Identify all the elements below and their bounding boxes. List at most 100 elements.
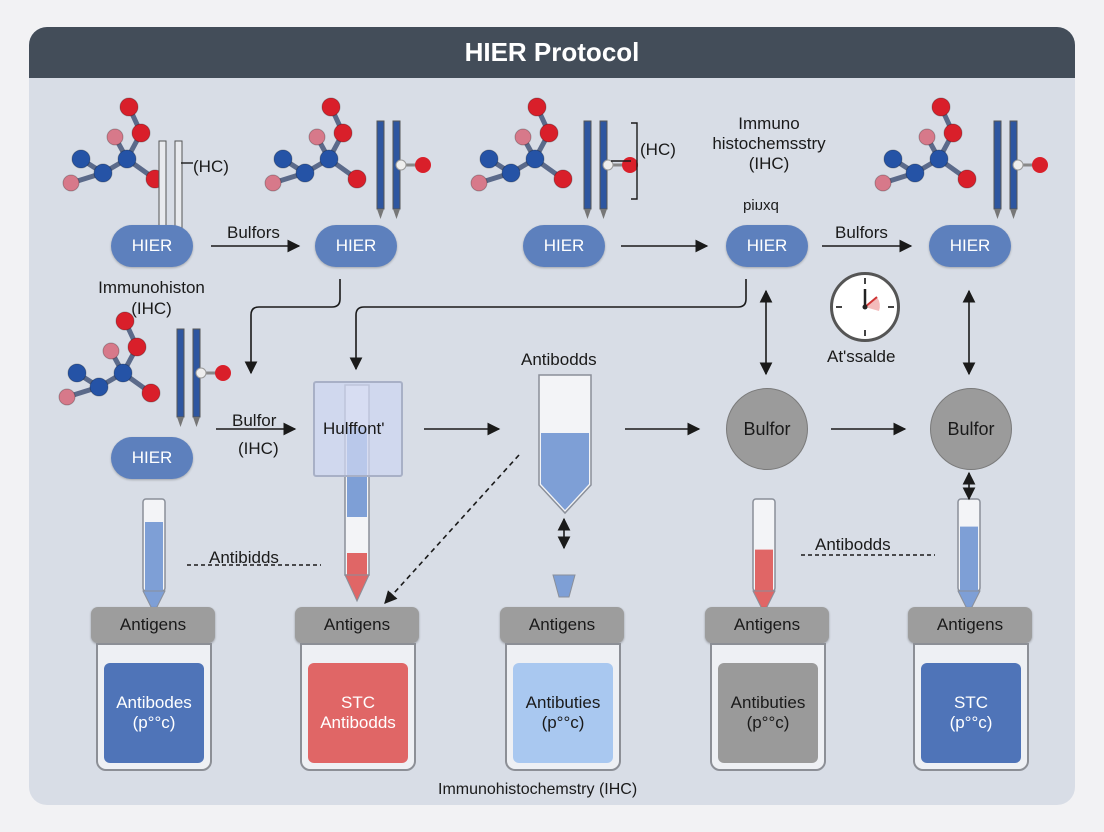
molecule-atom (264, 174, 282, 192)
molecule-icon (62, 97, 165, 192)
molecule-atom (931, 97, 951, 117)
bulfor-node-1: Bulfor (726, 388, 808, 470)
molecule-atom (127, 337, 147, 357)
clock-icon (830, 272, 900, 342)
mirrored-label: pxuiq (743, 197, 779, 214)
probe-joint (195, 367, 207, 379)
arrow-elbow (244, 279, 341, 375)
probe-joint (1012, 159, 1024, 171)
molecule-icon (58, 311, 161, 406)
bulfor-node-2: Bulfor (930, 388, 1012, 470)
probe-icon (583, 120, 638, 219)
probe-stick (993, 120, 1002, 210)
hulffont-container: Hulffont' (313, 381, 403, 477)
beaker-3: Antibuties (p°°c) (505, 643, 621, 771)
hier-pill-2: HIER (315, 225, 397, 267)
small-tube (552, 574, 576, 598)
immuno-label-top: Immuno histochemsstry (IHC) (689, 114, 849, 174)
molecule-atom (319, 149, 339, 169)
beaker-3-liquid: Antibuties (p°°c) (513, 663, 613, 763)
probe-tip (994, 209, 1001, 219)
molecule-atom (943, 123, 963, 143)
footer-label: Immunohistochemstry (IHC) (438, 781, 638, 798)
probe-tip (600, 209, 607, 219)
immunohiston-label: Immunohiston (IHC) (84, 277, 219, 319)
probe-stick (158, 140, 167, 230)
beaker-1-liquid: Antibodes (p°°c) (104, 663, 204, 763)
bulfors-label-1: Bulfors (227, 223, 280, 242)
probe-atom (1032, 157, 1048, 173)
molecule-atom (295, 163, 315, 183)
beaker-5-liquid: STC (p°°c) (921, 663, 1021, 763)
page-title: HIER Protocol (29, 27, 1075, 78)
molecule-atom (553, 169, 573, 189)
molecule-atom (62, 174, 80, 192)
funnel-liquid (541, 433, 589, 510)
molecule-atom (119, 97, 139, 117)
tube-tip (752, 590, 776, 615)
molecule-atom (514, 128, 532, 146)
hc-tag-1: (HC) (193, 157, 229, 176)
tube-1 (142, 498, 166, 615)
arrows-group (181, 122, 976, 604)
molecule-atom (874, 174, 892, 192)
molecule-atom (525, 149, 545, 169)
molecule-atom (71, 149, 91, 169)
molecule-atom (929, 149, 949, 169)
bulfor-side-line1: Bulfor (232, 411, 277, 430)
probe-stick (376, 120, 385, 210)
probe-atom (215, 365, 231, 381)
molecule-atom (479, 149, 499, 169)
probe-tip (393, 209, 400, 219)
molecule-atom (539, 123, 559, 143)
immuno-label-line3: (IHC) (748, 154, 790, 173)
probe-icon (376, 120, 431, 219)
molecule-atom (67, 363, 87, 383)
beaker-5-line1: STC (954, 693, 988, 712)
molecule-atom (308, 128, 326, 146)
hier-pill-1: HIER (111, 225, 193, 267)
beaker-3-line1: Antibuties (525, 693, 601, 712)
beaker-5: STC (p°°c) (913, 643, 1029, 771)
antibodds-right-label: Antibodds (815, 535, 891, 554)
diagram-canvas (58, 97, 1048, 615)
molecule-atom (321, 97, 341, 117)
molecule-atom (106, 128, 124, 146)
bulfor-side-line2: (IHC) (238, 439, 279, 458)
beaker-cap-5: Antigens (908, 607, 1032, 643)
probe-stick (176, 328, 185, 418)
immunohiston-line2: (IHC) (131, 299, 172, 318)
molecule-atom (918, 128, 936, 146)
bulfor-side-label: Bulfor (IHC) (232, 407, 279, 463)
tube-tip (957, 590, 981, 615)
molecule-atom (905, 163, 925, 183)
molecule-atom (58, 388, 76, 406)
tube-tip (344, 574, 370, 603)
probe-stick (583, 120, 592, 210)
molecule-atom (131, 123, 151, 143)
probe-icon (993, 120, 1048, 219)
molecule-atom (347, 169, 367, 189)
beaker-4-line1: Antibuties (730, 693, 806, 712)
tube-liquid (755, 549, 773, 591)
molecule-atom (115, 311, 135, 331)
molecule-atom (333, 123, 353, 143)
immuno-label-line2: histochemsstry (712, 134, 826, 153)
probe-stick (174, 140, 183, 230)
molecule-atom (117, 149, 137, 169)
beaker-2-line1: STC (341, 693, 375, 712)
tube-tip (142, 590, 166, 615)
antibidds-left-label: Antibidds (209, 548, 279, 567)
molecule-atom (102, 342, 120, 360)
beaker-3-line2: (p°°c) (541, 713, 585, 732)
probe-tip (193, 417, 200, 427)
hier-pill-5: HIER (929, 225, 1011, 267)
atssalde-label: At'ssalde (827, 347, 896, 366)
beaker-4-liquid: Antibuties (p°°c) (718, 663, 818, 763)
probe-icon (176, 328, 231, 427)
molecule-icon (264, 97, 367, 192)
arrow-elbow (349, 279, 747, 371)
probe-joint (602, 159, 614, 171)
hier-pill-6: HIER (111, 437, 193, 479)
bracket (631, 122, 638, 200)
